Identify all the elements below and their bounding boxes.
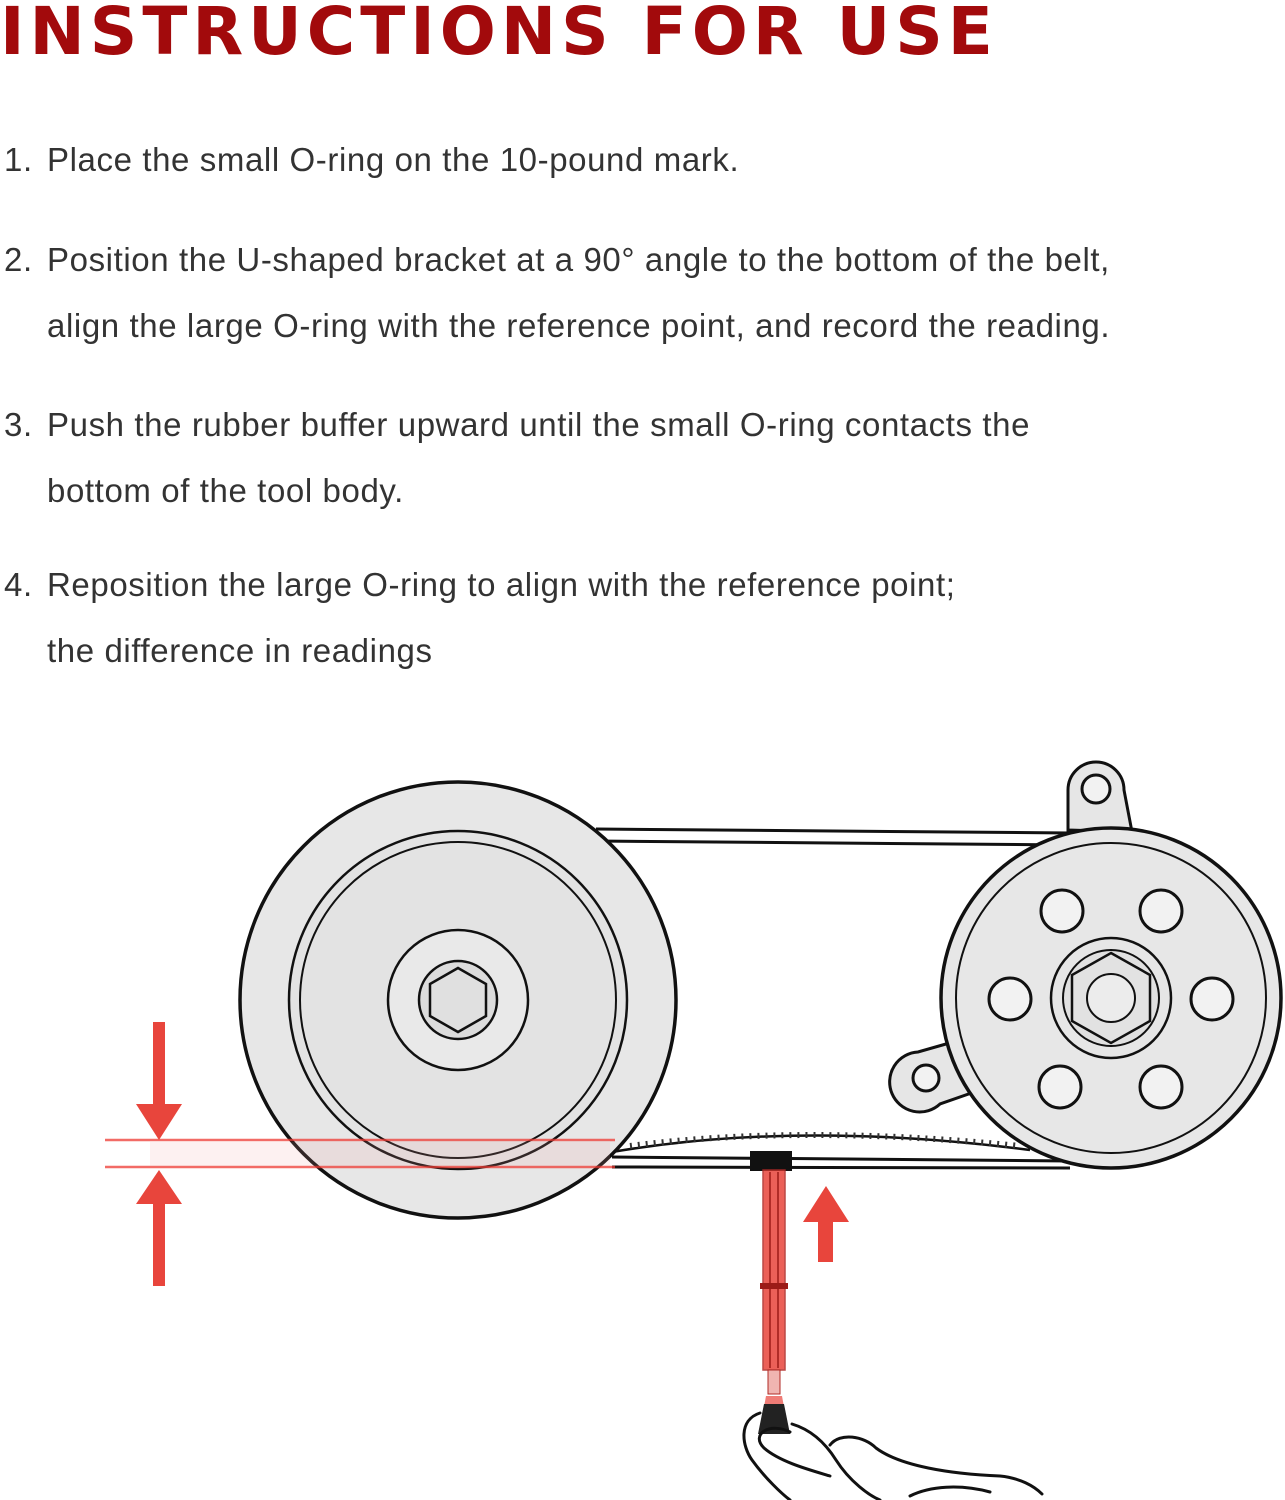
step-text-line: Push the rubber buffer upward until the …: [47, 406, 1031, 443]
down-arrow-icon: [136, 1022, 182, 1140]
deflection-reference-lines: [105, 1138, 615, 1169]
step-text-line: Position the U-shaped bracket at a 90° a…: [47, 241, 1110, 278]
tensioner-pulley: [888, 760, 1283, 1170]
hand-icon: [742, 1411, 1044, 1500]
belt: [595, 827, 1071, 1170]
tension-gauge-tool: [750, 1151, 792, 1434]
step-number: 3.: [4, 406, 33, 443]
large-pulley: [238, 780, 678, 1220]
up-arrow-icon: [136, 1170, 182, 1286]
step-text-line: Place the small O-ring on the 10-pound m…: [47, 141, 740, 178]
belt-tension-diagram: [105, 760, 1283, 1500]
push-up-arrow-icon: [803, 1186, 849, 1262]
step-number: 4.: [4, 566, 33, 603]
step-text-line: Reposition the large O-ring to align wit…: [47, 566, 956, 603]
step-text-line: the difference in readings: [47, 632, 433, 669]
hex-bolt-icon: [428, 966, 488, 1034]
step-text-line: bottom of the tool body.: [47, 472, 404, 509]
step-number: 2.: [4, 241, 33, 278]
step-number: 1.: [4, 141, 33, 178]
step-text-line: align the large O-ring with the referenc…: [47, 307, 1111, 344]
page-title: INSTRUCTIONS FOR USE: [0, 0, 998, 70]
